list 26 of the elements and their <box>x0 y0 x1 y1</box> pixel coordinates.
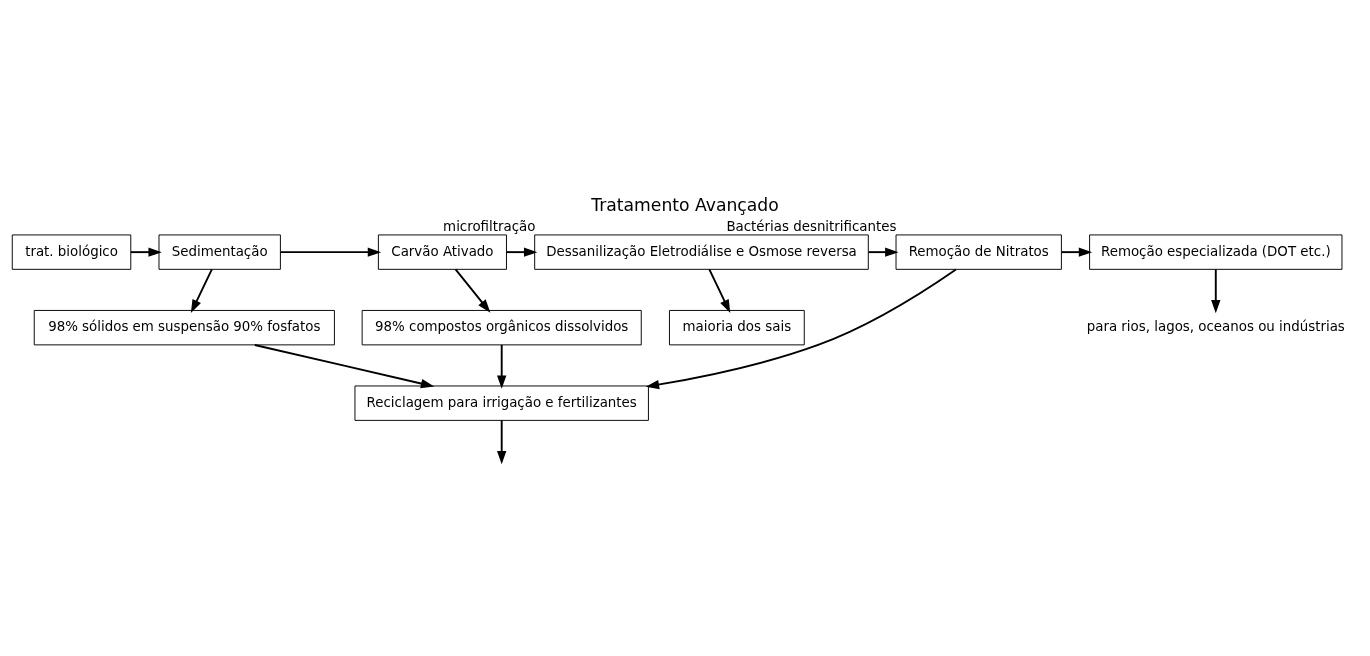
arrow <box>279 247 382 257</box>
node-text: para rios, lagos, oceanos ou indústrias <box>1086 319 1345 335</box>
arrow <box>708 268 731 313</box>
node-box: Dessanilização Eletrodiálise e Osmose reversa <box>534 234 869 270</box>
arrow <box>253 344 435 389</box>
arrow <box>129 247 162 257</box>
arrow <box>645 268 957 390</box>
arrow <box>190 268 213 313</box>
node-label: microfiltração <box>443 219 536 235</box>
arrow <box>497 344 507 389</box>
arrow <box>867 247 899 257</box>
node-box: maioria dos sais <box>669 309 805 346</box>
node-box: Remoção de Nitratos <box>895 234 1062 270</box>
node-box: Carvão Ativado <box>377 234 507 270</box>
node-box: Sedimentação <box>158 234 281 270</box>
node-box: Reciclagem para irrigação e fertilizantes <box>354 385 649 421</box>
node-box: trat. biológico <box>11 234 132 270</box>
node-label: Bactérias desnitrificantes <box>726 219 897 235</box>
diagram-title: Tratamento Avançado <box>591 195 779 216</box>
node-box: 98% sólidos em suspensão 90% fosfatos <box>33 309 335 346</box>
arrow <box>454 268 491 313</box>
arrow <box>1211 268 1221 314</box>
arrow <box>505 247 538 257</box>
node-box: 98% compostos orgânicos dissolvidos <box>361 309 642 346</box>
arrow <box>1060 247 1093 257</box>
node-box: Remoção especializada (DOT etc.) <box>1089 234 1343 270</box>
